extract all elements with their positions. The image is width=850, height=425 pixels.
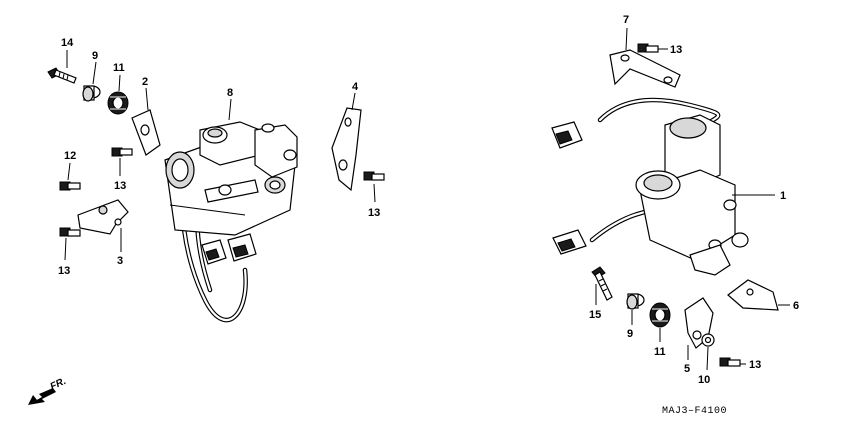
direction-label: FR. — [49, 376, 68, 393]
bracket-6 — [727, 279, 779, 311]
bolt-14 — [47, 67, 77, 84]
grommet-11-left — [107, 91, 129, 115]
callout-9-left: 9 — [92, 50, 98, 62]
callout-13-bottom-right: 13 — [749, 359, 761, 371]
bolt-13-lower-left — [59, 227, 81, 237]
washer-10 — [701, 333, 715, 347]
callout-4: 4 — [352, 81, 359, 93]
figure-code: MAJ3–F4100 — [662, 406, 727, 417]
callout-11-right: 11 — [654, 346, 666, 358]
bracket-2 — [131, 109, 161, 156]
callout-7: 7 — [623, 14, 629, 26]
front-direction-arrow-icon — [28, 388, 56, 405]
grommet-11-right — [649, 302, 671, 328]
callout-14: 14 — [61, 37, 74, 49]
bracket-7 — [609, 49, 681, 88]
callout-3: 3 — [117, 255, 123, 267]
modulator-assembly-8 — [164, 121, 298, 323]
bolt-13-mid — [363, 171, 385, 181]
callout-8: 8 — [227, 87, 233, 99]
callout-9-right: 9 — [627, 328, 633, 340]
bolt-13-upper-left — [111, 147, 133, 157]
callout-12: 12 — [64, 150, 76, 162]
collar-9-right — [626, 293, 645, 310]
callout-13-mid: 13 — [368, 207, 380, 219]
bracket-3 — [77, 199, 129, 235]
callout-13-top-right: 13 — [670, 44, 682, 56]
callout-1: 1 — [780, 190, 786, 202]
bolt-12 — [59, 181, 81, 191]
callout-10: 10 — [698, 374, 710, 386]
callout-13-upper-left: 13 — [114, 180, 126, 192]
bolt-13-top-right — [637, 43, 659, 53]
callout-15: 15 — [589, 309, 601, 321]
callout-2: 2 — [142, 76, 148, 88]
modulator-assembly-1 — [551, 97, 749, 276]
collar-9-left — [82, 85, 101, 102]
callout-13-lower-left: 13 — [58, 265, 70, 277]
bolt-15 — [591, 266, 613, 301]
callout-11-left: 11 — [113, 62, 125, 74]
callout-6: 6 — [793, 300, 799, 312]
bracket-4 — [331, 107, 362, 192]
bolt-13-bottom-right — [719, 357, 741, 367]
callout-5: 5 — [684, 363, 690, 375]
